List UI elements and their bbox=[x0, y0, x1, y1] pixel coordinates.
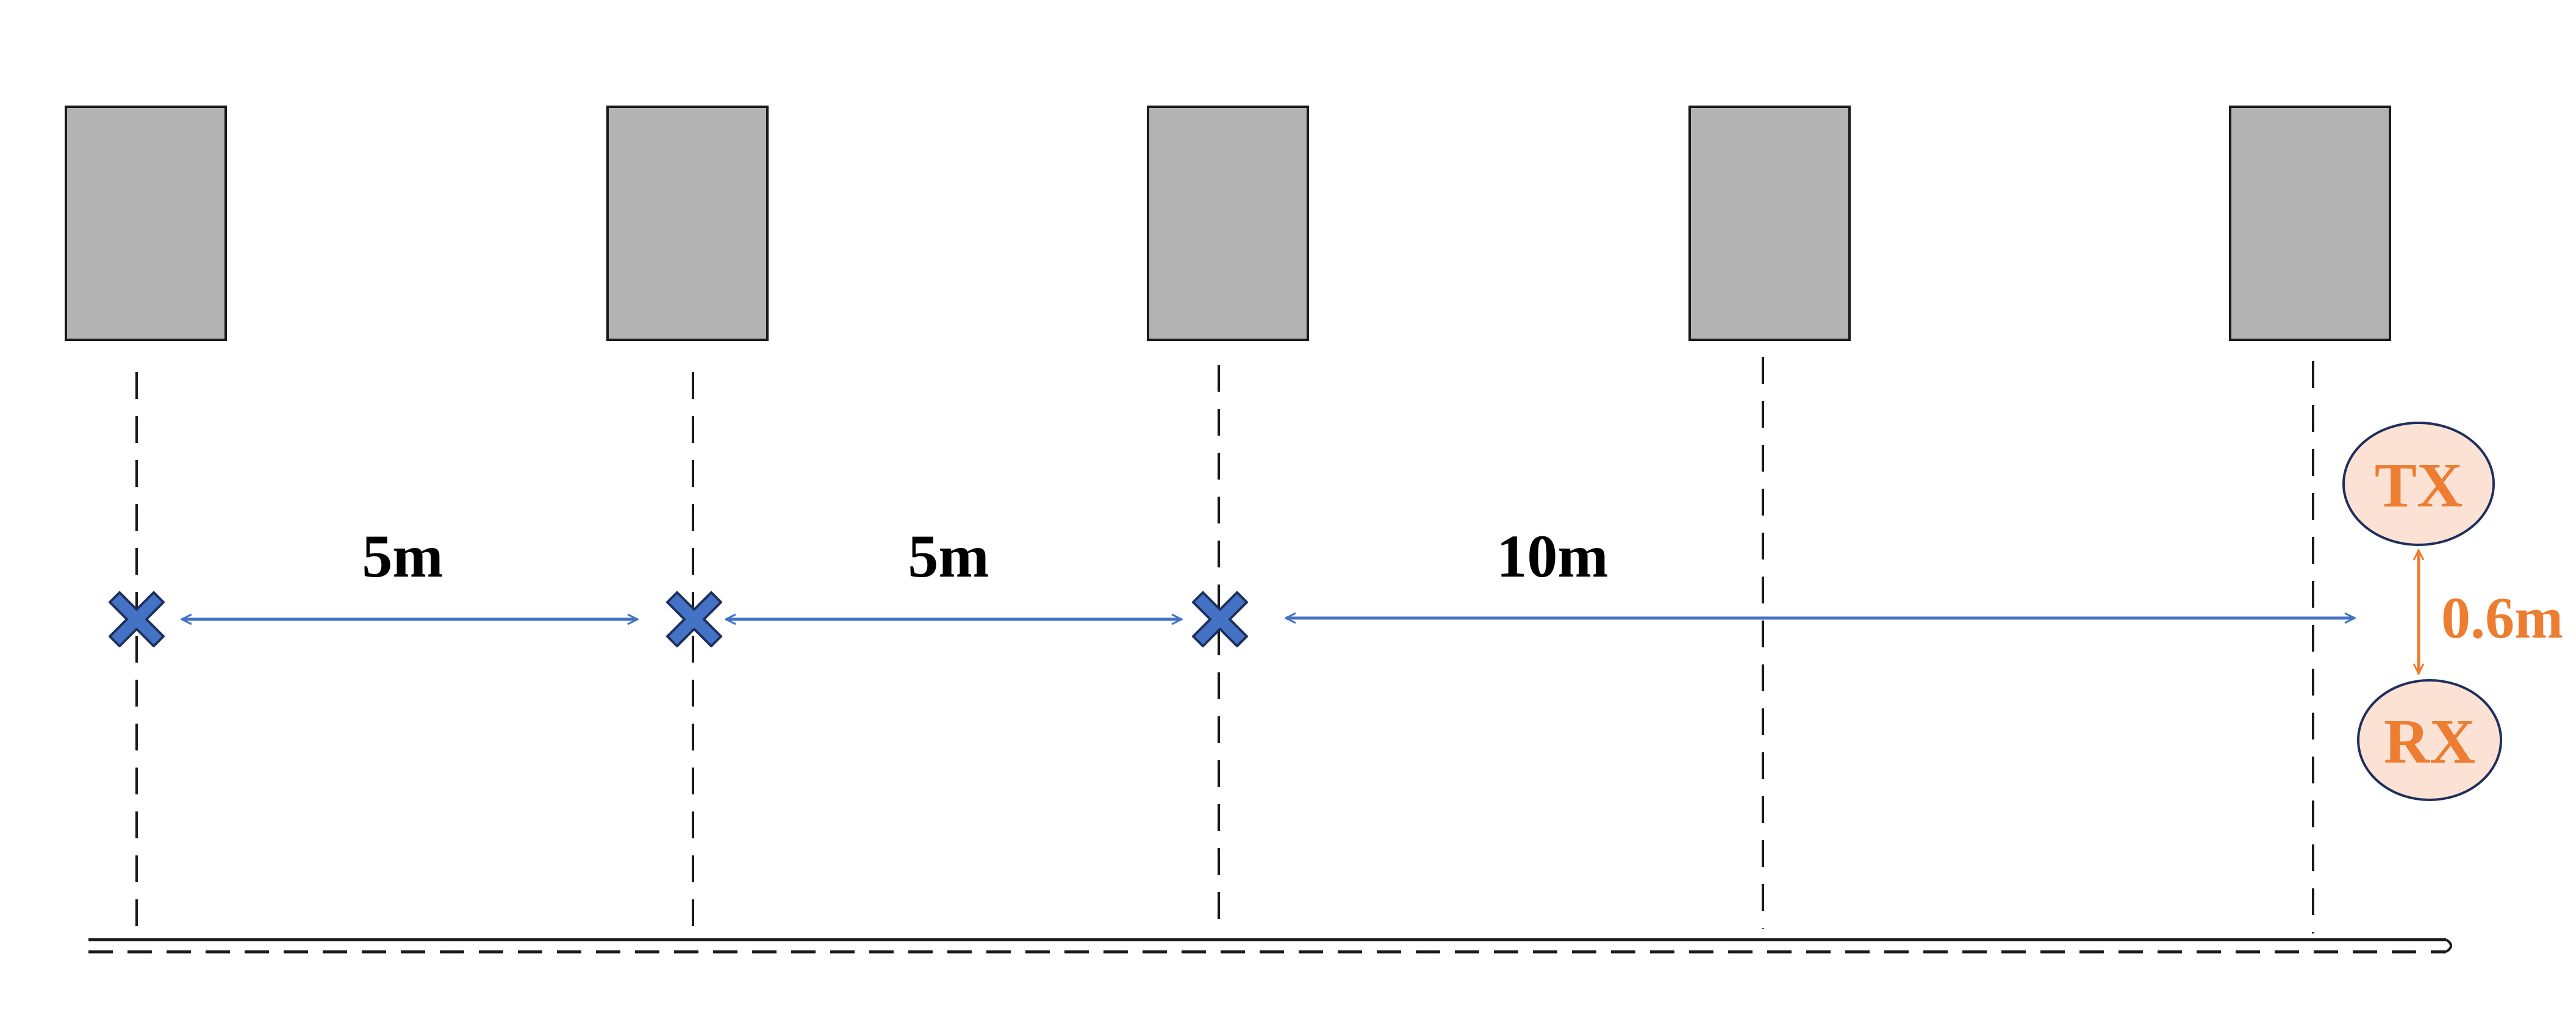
rx-label: RX bbox=[2384, 707, 2475, 777]
cross-marker-icon bbox=[109, 591, 165, 647]
cross-marker-icon bbox=[1192, 591, 1248, 647]
tx-node bbox=[2342, 422, 2495, 546]
cross-marker-icon bbox=[666, 591, 722, 647]
pillar-3 bbox=[1147, 106, 1309, 341]
pillar-4 bbox=[1688, 106, 1851, 341]
antenna-gap-label: 0.6m bbox=[2441, 585, 2563, 650]
distance-label-1: 5m bbox=[362, 522, 443, 590]
pillar-2 bbox=[606, 106, 769, 341]
rx-node bbox=[2357, 679, 2502, 801]
tx-label: TX bbox=[2375, 450, 2463, 520]
pillar-5 bbox=[2229, 106, 2391, 341]
distance-label-3: 10m bbox=[1496, 522, 1608, 590]
baseline-end-cap bbox=[2445, 938, 2452, 953]
pillar-1 bbox=[65, 106, 227, 341]
distance-label-2: 5m bbox=[908, 522, 989, 590]
